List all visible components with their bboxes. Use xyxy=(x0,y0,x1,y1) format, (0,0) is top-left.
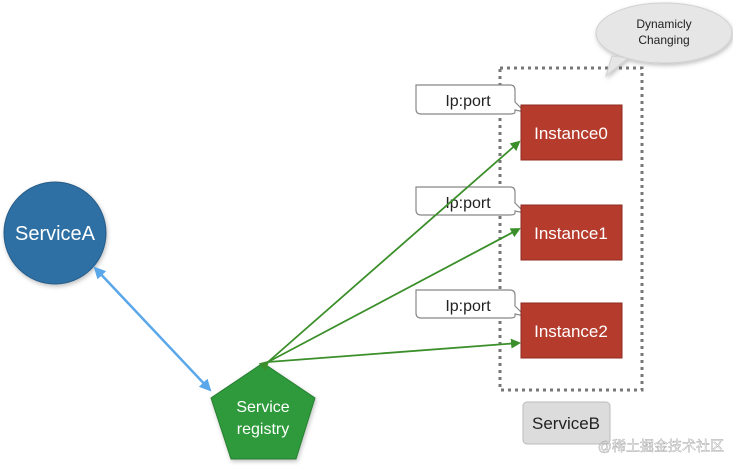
dynamicly-changing-cloud xyxy=(595,2,733,78)
service-registry-node xyxy=(210,362,316,460)
cloud-text-line1: Dynamicly xyxy=(636,17,691,31)
registration-arrows xyxy=(258,140,521,372)
instance-0-box: Instance0 xyxy=(520,104,623,161)
ip-port-label-2: Ip:port xyxy=(445,298,491,315)
instance-0-label: Instance0 xyxy=(534,124,608,143)
registry-label-line2: registry xyxy=(237,421,289,438)
ip-port-callout-0: Ip:port xyxy=(415,84,527,115)
ip-port-label-0: Ip:port xyxy=(445,93,491,110)
cloud-text-line2: Changing xyxy=(638,33,689,47)
registry-instance1-arrow xyxy=(267,228,521,363)
service-b-label: ServiceB xyxy=(532,414,600,433)
service-b-container xyxy=(498,66,644,392)
registry-label-line1: Service xyxy=(236,399,289,416)
registry-instance2-arrow xyxy=(267,338,521,363)
ip-port-label-1: Ip:port xyxy=(445,195,491,212)
service-b-label-box: ServiceB xyxy=(522,401,611,445)
watermark-text: @稀土掘金技术社区 xyxy=(598,438,724,454)
service-a-node xyxy=(3,181,107,285)
instance-2-box: Instance2 xyxy=(520,302,623,359)
ip-port-callout-2: Ip:port xyxy=(415,289,527,319)
service-a-label: ServiceA xyxy=(15,223,96,245)
registry-instance0-arrow xyxy=(258,140,521,372)
ip-port-callout-1: Ip:port xyxy=(415,186,527,216)
instance-1-label: Instance1 xyxy=(534,224,608,243)
service-a-registry-arrow xyxy=(93,266,212,392)
instance-2-label: Instance2 xyxy=(534,322,608,341)
instance-1-box: Instance1 xyxy=(520,204,623,261)
